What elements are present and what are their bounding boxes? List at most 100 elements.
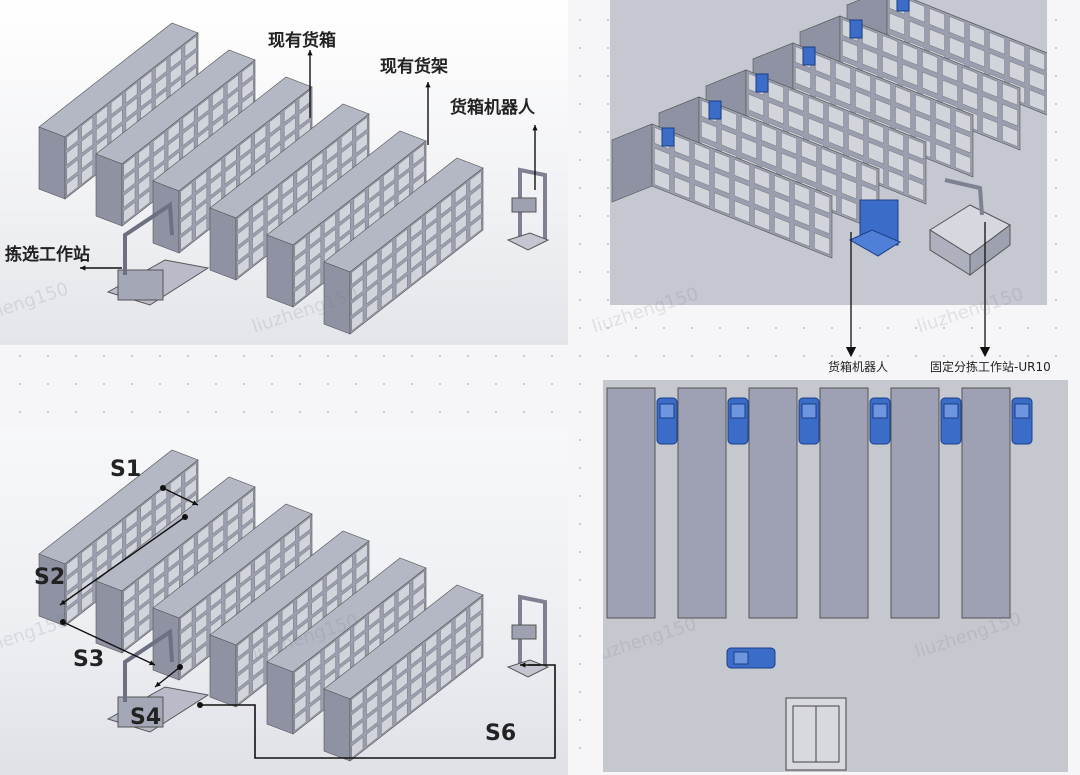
shelf-cell	[326, 582, 338, 604]
shelf-cell	[123, 613, 136, 635]
path-s3	[62, 621, 156, 666]
shelf-cell	[908, 178, 924, 201]
shelf-cell	[66, 159, 79, 181]
shelf-cell	[355, 132, 368, 154]
shelf-cell	[1002, 103, 1018, 127]
shelf-cell	[110, 520, 123, 542]
path-dot	[197, 702, 203, 708]
shelf-cell	[425, 679, 438, 701]
shelf-cell	[351, 278, 364, 301]
shelf-cell	[768, 101, 784, 125]
shelf-cell	[440, 224, 452, 247]
label-existing-shelves: 现有货架	[380, 57, 448, 77]
shelf-cell	[381, 682, 393, 705]
shelf-cell	[284, 116, 296, 139]
shelf-cell	[96, 105, 108, 127]
shelf-cell	[366, 298, 378, 320]
shelf-cell	[138, 601, 150, 624]
shelf-top-view	[819, 387, 869, 619]
shelf-cell	[398, 597, 410, 620]
shelf-cell	[167, 136, 180, 158]
shelf-cell	[155, 501, 167, 523]
shelf-cell	[324, 640, 336, 662]
shelf-cell	[326, 155, 338, 177]
shelf-face	[349, 594, 484, 762]
isometric-shelves-drawing	[38, 22, 550, 335]
shelf-cell	[425, 236, 438, 258]
shelf-cell	[281, 174, 294, 196]
shelf-cell	[721, 128, 737, 152]
shelf-cell	[1029, 48, 1045, 71]
shelf-cell	[254, 140, 267, 162]
shelf-cell	[338, 628, 351, 650]
shelf-cell	[801, 140, 817, 163]
shelf-cell	[908, 137, 924, 160]
shelf-cell	[788, 109, 804, 133]
shelf-end	[38, 126, 66, 200]
shelf-cell	[180, 197, 193, 220]
shelf-cell	[1009, 40, 1025, 63]
shelf-cell	[66, 128, 79, 150]
shelf-cell	[381, 667, 393, 689]
shelf-end	[611, 123, 653, 203]
shelf-cell	[395, 244, 408, 266]
shelf-cell	[269, 128, 281, 150]
shelf-cell	[868, 141, 884, 165]
shelf-cell	[195, 644, 207, 666]
shelf-cell	[167, 120, 180, 142]
shelf-cell	[410, 690, 423, 712]
shelf-cell	[353, 190, 366, 212]
shelf-cell	[180, 624, 193, 647]
shelf-cell	[81, 590, 93, 612]
shelf-cell	[237, 240, 250, 262]
shelf-cell	[781, 132, 797, 155]
shelf-cell	[267, 613, 279, 635]
shelf-cell	[455, 624, 467, 647]
shelf-cell	[110, 109, 123, 131]
shelf-cell	[110, 536, 123, 558]
shelf-cell	[294, 694, 307, 716]
shelf-cell	[410, 644, 423, 666]
shelf-cell	[935, 102, 951, 125]
shelf-cell	[184, 478, 197, 500]
path-dot	[177, 664, 183, 670]
shelf-cell	[469, 597, 482, 620]
shelf-cell	[366, 725, 378, 747]
path-s4-head	[155, 681, 161, 687]
shelf-cell	[425, 648, 438, 670]
shelf-cell	[412, 159, 425, 181]
shelf-cell	[153, 132, 165, 154]
shelf-cell	[754, 187, 770, 211]
shelf	[323, 157, 484, 335]
shelf-cell	[383, 593, 395, 616]
shelf-cell	[714, 192, 730, 215]
shelf-cell	[821, 168, 837, 192]
robot-bin-top-view	[1014, 403, 1030, 419]
shelf-cell	[269, 555, 281, 577]
shelf-cell	[895, 86, 911, 109]
blue-bin-robot	[896, 0, 910, 12]
shelf-cell	[969, 24, 985, 47]
shelf-cell	[412, 143, 425, 166]
shelf-cell	[210, 601, 222, 624]
shelf-cell	[808, 117, 824, 141]
isometric-shelves-path	[38, 449, 556, 762]
shelf-cell	[410, 248, 423, 270]
shelf-cell	[125, 97, 138, 119]
robot-bin-top-view	[730, 403, 746, 419]
shelf-cell	[841, 197, 857, 220]
shelf-cell	[410, 217, 423, 239]
shelf-cell	[81, 543, 93, 566]
shelf-cell	[955, 130, 971, 154]
shelf-cell	[861, 164, 877, 187]
shelf-cell	[888, 129, 904, 152]
shelf-end	[323, 688, 351, 762]
shelf-cell	[955, 110, 971, 133]
shelf-cell	[195, 170, 207, 193]
shelf-cell	[252, 640, 264, 662]
shelf-cell	[140, 513, 153, 535]
bin-robot-bin	[511, 624, 537, 640]
shelf-cell	[140, 86, 153, 108]
shelf-cell	[875, 98, 891, 122]
shelf-cell	[741, 116, 757, 139]
